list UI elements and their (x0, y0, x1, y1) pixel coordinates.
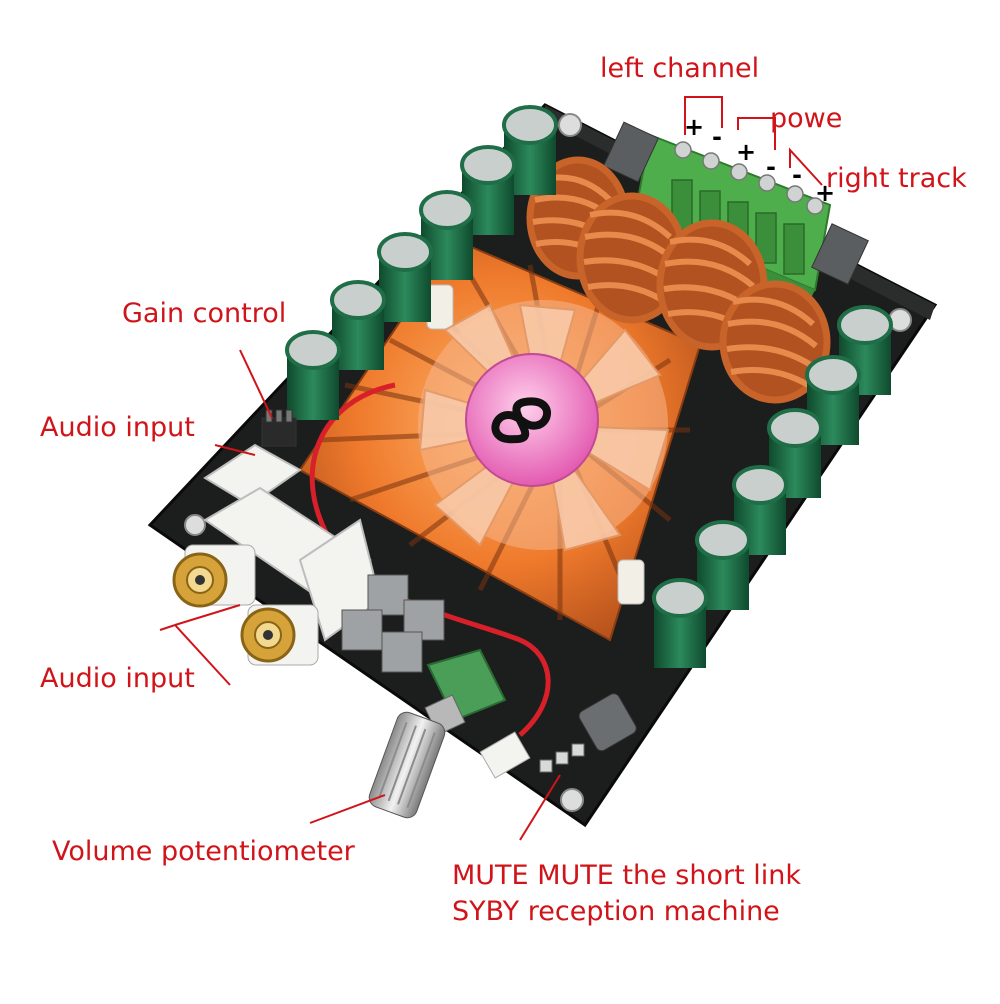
label-right-track: right track (826, 163, 967, 194)
label-mute-line2: SYBY reception machine (452, 896, 780, 927)
label-left-channel: left channel (600, 53, 760, 84)
mount-hole (558, 113, 582, 137)
coil-4 (719, 280, 831, 404)
label-power: powe (770, 103, 843, 134)
smd-inductor (578, 693, 637, 752)
annotation-lines (159, 96, 823, 841)
terminal-sign: + (815, 179, 836, 207)
potentiometer-knob-icon (368, 648, 507, 819)
label-mute-line1: MUTE MUTE the short link (452, 860, 801, 891)
standoff (617, 559, 645, 605)
inductor-coils (526, 156, 831, 404)
terminal-sign: - (766, 153, 776, 181)
capacitors-right (652, 305, 893, 668)
terminal-sign: - (792, 161, 802, 189)
terminal-sign: - (712, 123, 722, 151)
gain-pin-header (261, 409, 297, 447)
capacitors-left (285, 105, 558, 420)
cooling-fan-icon (418, 300, 670, 552)
rca-jack-icon (172, 544, 256, 608)
label-volume-potentiometer: Volume potentiometer (52, 836, 355, 867)
label-gain-control: Gain control (122, 298, 287, 329)
terminal-sign: + (736, 138, 757, 166)
label-audio-input-bottom: Audio input (40, 663, 195, 694)
mute-pins (539, 743, 585, 773)
grey-components (341, 574, 445, 673)
rca-jack-icon (240, 604, 319, 666)
label-audio-input-top: Audio input (40, 412, 195, 443)
terminal-sign: + (684, 113, 705, 141)
